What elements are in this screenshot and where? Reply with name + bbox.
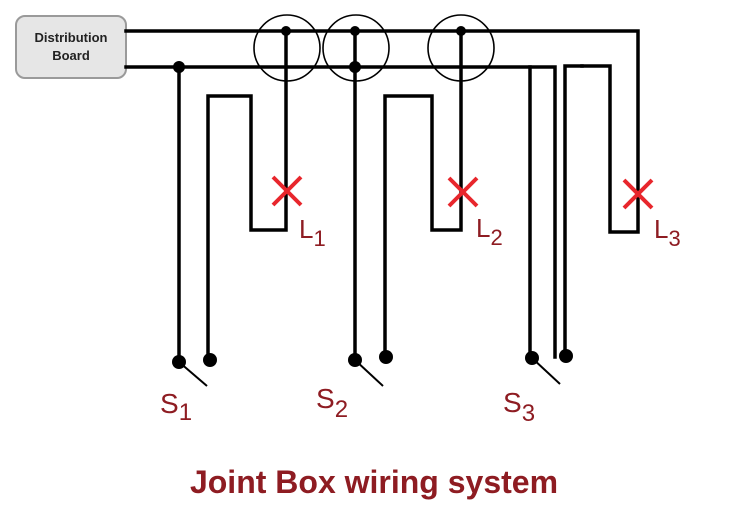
switch-3-terminal-b bbox=[559, 349, 573, 363]
switch-2-subscript: 2 bbox=[335, 396, 348, 423]
switch-3-subscript: 3 bbox=[522, 400, 535, 427]
switch-1-letter: S bbox=[160, 388, 179, 419]
joint-dot-1a bbox=[173, 61, 185, 73]
distribution-board: Distribution Board bbox=[15, 15, 127, 79]
switch-2-blade bbox=[354, 359, 384, 387]
switch-1-blade bbox=[178, 361, 208, 387]
lamp-3-letter: L bbox=[654, 214, 668, 244]
lamp-2-label: L2 bbox=[476, 213, 503, 250]
circuit-1-switch-return bbox=[206, 29, 288, 362]
lamp-1-subscript: 1 bbox=[313, 226, 325, 251]
distribution-board-box bbox=[15, 15, 127, 79]
switch-3-label: S3 bbox=[503, 387, 535, 427]
joint-dot-2b bbox=[349, 61, 361, 73]
lamp-labels: L1 L2 L3 bbox=[299, 213, 681, 251]
switch-2 bbox=[348, 350, 393, 387]
lamp-2-subscript: 2 bbox=[490, 225, 502, 250]
joint-boxes bbox=[253, 14, 495, 82]
lamp-3-icon bbox=[622, 178, 654, 210]
joint-dot-2c bbox=[456, 26, 466, 36]
switch-1-terminal-b bbox=[203, 353, 217, 367]
lamp-3-subscript: 3 bbox=[668, 226, 680, 251]
lamp-1-icon bbox=[271, 175, 303, 207]
circuit-1 bbox=[173, 26, 291, 362]
phase-wire bbox=[124, 29, 640, 234]
lamp-2-icon bbox=[447, 176, 479, 208]
lamp-1-letter: L bbox=[299, 214, 313, 244]
switch-2-terminal-b bbox=[379, 350, 393, 364]
circuit-2 bbox=[349, 26, 466, 362]
switches bbox=[172, 349, 573, 387]
diagram-caption: Joint Box wiring system bbox=[190, 464, 558, 500]
switch-labels: S1 S2 S3 bbox=[160, 383, 535, 427]
joint-dot-2a bbox=[350, 26, 360, 36]
switch-2-label: S2 bbox=[316, 383, 348, 423]
switch-2-letter: S bbox=[316, 383, 335, 414]
circuit-3-switch-return bbox=[563, 64, 584, 359]
joint-dot-1b bbox=[281, 26, 291, 36]
switch-1-label: S1 bbox=[160, 388, 192, 426]
circuit-3 bbox=[528, 64, 584, 359]
switch-1 bbox=[172, 353, 217, 387]
switch-3-letter: S bbox=[503, 387, 522, 418]
switch-3-blade bbox=[531, 357, 561, 385]
lamp-3-label: L3 bbox=[654, 214, 681, 251]
distribution-board-label-line1: Distribution bbox=[35, 30, 108, 45]
switch-1-subscript: 1 bbox=[179, 399, 192, 426]
lamp-1-label: L1 bbox=[299, 214, 326, 251]
lamps bbox=[271, 175, 654, 210]
lamp-2-letter: L bbox=[476, 213, 490, 243]
neutral-wire bbox=[124, 65, 557, 359]
circuit-2-switch-return bbox=[383, 29, 463, 360]
switch-3 bbox=[525, 349, 573, 385]
supply-wires bbox=[124, 29, 640, 359]
distribution-board-label-line2: Board bbox=[52, 48, 90, 63]
